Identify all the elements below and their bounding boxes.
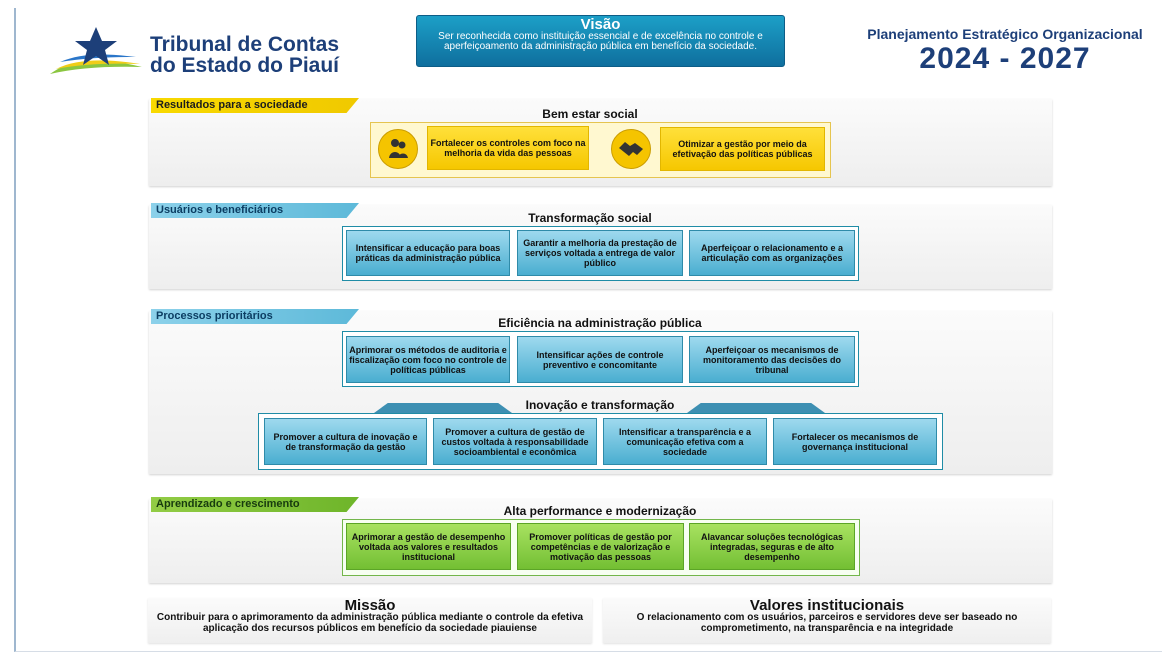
values-text: O relacionamento com os usuários, parcei… <box>636 612 1018 634</box>
users-objective-2: Garantir a melhoria da prestação de serv… <box>517 230 683 276</box>
vision-box: Visão Ser reconhecida como instituição e… <box>416 15 785 67</box>
innovation-objective-3: Intensificar a transparência e a comunic… <box>603 418 767 465</box>
innovation-objective-2: Promover a cultura de gestão de custos v… <box>433 418 597 465</box>
learning-objective-1: Aprimorar a gestão de desempenho voltada… <box>346 523 511 570</box>
processes-objective-3: Aperfeiçoar os mecanismos de monitoramen… <box>689 336 855 383</box>
right-upward-connector <box>687 403 825 413</box>
mission-panel <box>148 598 592 643</box>
processes-title: Eficiência na administração pública <box>498 316 702 330</box>
users-title: Transformação social <box>528 211 652 225</box>
users-objective-1: Intensificar a educação para boas prátic… <box>346 230 510 276</box>
page-frame <box>14 8 1162 652</box>
vision-title: Visão <box>580 16 621 33</box>
innovation-title: Inovação e transformação <box>525 398 675 412</box>
results-objective-2: Otimizar a gestão por meio da efetivação… <box>660 127 825 171</box>
mission-title: Missão <box>344 597 396 614</box>
people-icon <box>378 129 418 169</box>
organization-name-line-2: do Estado do Piauí <box>150 54 340 77</box>
values-title: Valores institucionais <box>749 597 905 614</box>
vision-text: Ser reconhecida como instituição essenci… <box>438 31 763 52</box>
learning-title: Alta performance e modernização <box>503 504 697 518</box>
organization-name: Tribunal de Contas do Estado do Piauí <box>150 34 339 76</box>
plan-title: Planejamento Estratégico Organizacional <box>867 26 1143 42</box>
left-upward-connector <box>374 403 512 413</box>
results-objective-1: Fortalecer os controles com foco na melh… <box>427 126 589 170</box>
processes-objective-2: Intensificar ações de controle preventiv… <box>517 336 683 383</box>
values-panel <box>603 598 1051 643</box>
mission-text: Contribuir para o aprimoramento da admin… <box>156 612 584 634</box>
learning-objective-2: Promover políticas de gestão por competê… <box>517 523 684 570</box>
users-objective-3: Aperfeiçoar o relacionamento e a articul… <box>689 230 855 276</box>
tribunal-logo <box>46 24 146 78</box>
plan-years: 2024 - 2027 <box>919 42 1091 75</box>
results-ribbon: Resultados para a sociedade <box>151 98 359 113</box>
learning-ribbon: Aprendizado e crescimento <box>151 497 359 512</box>
learning-objective-3: Alavancar soluções tecnológicas integrad… <box>689 523 855 570</box>
innovation-objective-1: Promover a cultura de inovação e de tran… <box>264 418 427 465</box>
processes-ribbon: Processos prioritários <box>151 309 359 324</box>
innovation-objective-4: Fortalecer os mecanismos de governança i… <box>773 418 937 465</box>
handshake-icon <box>611 129 651 169</box>
results-title: Bem estar social <box>542 107 638 121</box>
processes-objective-1: Aprimorar os métodos de auditoria e fisc… <box>346 336 510 383</box>
users-ribbon: Usuários e beneficiários <box>151 203 359 218</box>
organization-name-line-1: Tribunal de Contas <box>150 33 340 56</box>
